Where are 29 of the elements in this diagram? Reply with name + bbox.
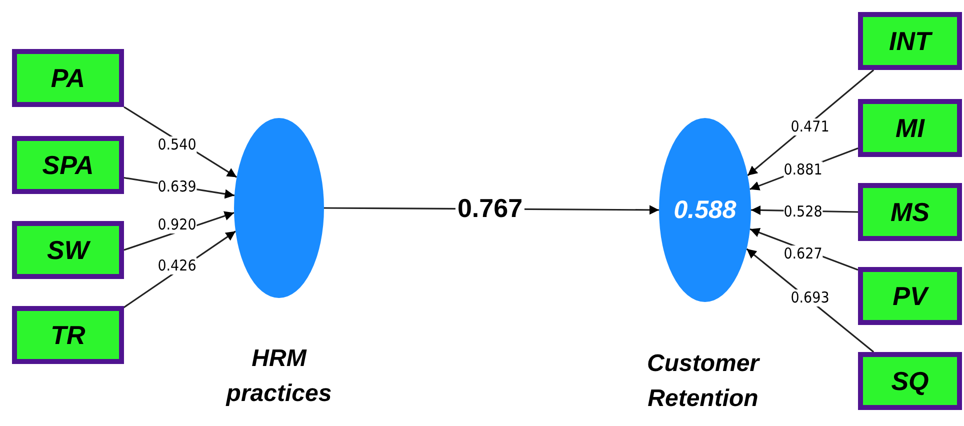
construct-name: Customer Retention <box>646 349 761 414</box>
indicator-box <box>12 49 124 107</box>
indicator-label: SQ <box>891 366 929 396</box>
indicator-label: INT <box>889 26 931 56</box>
edge-label: 0.693 <box>790 290 830 306</box>
construct-ellipse <box>234 118 324 298</box>
indicator-label: SPA <box>42 150 94 180</box>
indicator-box <box>858 352 962 410</box>
indicator-box <box>12 306 124 364</box>
indicator-label: SW <box>47 234 89 266</box>
r-squared-value: 0.588 <box>674 196 736 224</box>
indicator-box <box>858 12 962 70</box>
edge-label: 0.471 <box>790 118 830 136</box>
indicator-label: PA <box>50 62 86 94</box>
indicator-box <box>858 99 962 157</box>
construct-name: HRM practices <box>224 344 333 409</box>
indicator-label: MS <box>890 196 930 228</box>
indicator-box <box>12 136 124 194</box>
edge-label: 0.920 <box>158 216 196 234</box>
indicator-label: TR <box>50 320 86 350</box>
construct-ellipse <box>659 118 751 302</box>
edge-label: 0.881 <box>784 162 822 178</box>
edge-label: 0.540 <box>158 136 196 154</box>
edge-label: 0.426 <box>158 258 196 274</box>
indicator-box <box>858 267 962 325</box>
indicator-label: PV <box>892 280 928 312</box>
indicator-box <box>858 183 962 241</box>
indicator-label: MI <box>896 112 924 144</box>
indicator-box <box>12 221 124 279</box>
